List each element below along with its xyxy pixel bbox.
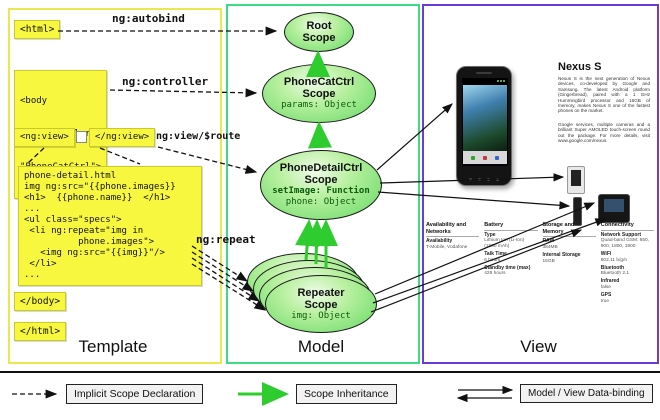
phone-buttons [457, 178, 511, 181]
phone-speaker [476, 72, 492, 74]
code-line: <h1> {{phone.name}} </h1> [24, 193, 171, 203]
spec-column: Battery Type Lithium Ion (Li-Ion) (1500 … [484, 222, 538, 307]
spec-label: Network Support [600, 231, 642, 238]
legend-scope-inheritance-label: Scope Inheritance [296, 384, 397, 404]
scope-property: img: Object [291, 310, 351, 321]
scope-name: Scope [304, 174, 338, 186]
spec-column: Availability and Networks Availability T… [426, 222, 480, 307]
spec-value: 384MB [542, 244, 558, 250]
spec-header: Battery [484, 222, 538, 231]
ng-view-route-label: ng:view/$route [156, 131, 241, 142]
ng-controller-label: ng:controller [122, 75, 209, 88]
scope-name: PhoneCatCtrl [283, 76, 355, 88]
ng-repeat-label: ng:repeat [196, 233, 256, 246]
spec-value: 802.11 b/g/n [600, 257, 628, 263]
spec-row: Talk Time 6 hours [484, 251, 537, 263]
scope-name: PhoneDetailCtrl [279, 162, 363, 174]
spec-row: Internal Storage 16GB [542, 252, 596, 264]
spec-value: 6 hours [484, 257, 501, 263]
spec-row: Infrared false [600, 278, 654, 291]
phone-thumbnail [598, 194, 630, 223]
spec-row: Bluetooth Bluetooth 2.1 [600, 264, 654, 277]
spec-value: 16GB [542, 258, 555, 264]
spec-row: RAM 384MB [542, 238, 596, 250]
view-panel-title: View [520, 337, 557, 356]
spec-value: 428 hours [484, 271, 506, 277]
phone-app-area [463, 85, 507, 151]
phone-statusbar [463, 79, 507, 85]
spec-label: WiFi [600, 250, 612, 257]
spec-header: Connectivity [600, 222, 654, 231]
spec-row: WiFi 802.11 b/g/n [600, 250, 654, 263]
spec-row: Type Lithium Ion (Li-Ion) (1500 mAh) [484, 232, 537, 250]
repeater-scope-ellipse: Repeater Scope img: Object [265, 275, 377, 333]
spec-label: Bluetooth [600, 264, 625, 271]
spec-header: Storage and Memory [542, 222, 596, 237]
product-title: Nexus S [558, 61, 602, 73]
specs-table: Availability and Networks Availability T… [426, 222, 654, 307]
legend-data-binding-label: Model / View Data-binding [520, 384, 653, 403]
code-line: <ul class="specs"> [24, 215, 122, 225]
spec-header: Availability and Networks [426, 222, 480, 237]
spec-value: Quad-band GSM: 850, 900, 1800, 1900 [600, 238, 650, 249]
code-line: <li ng:repeat="img in [24, 226, 144, 236]
code-line: <body [20, 96, 48, 106]
phonedetailctrl-scope-ellipse: PhoneDetailCtrl Scope setImage: Function… [260, 150, 382, 220]
ng-autobind-label: ng:autobind [112, 12, 185, 25]
spec-value: Lithium Ion (Li-Ion) (1500 mAh) [484, 238, 525, 249]
spec-label: Infrared [600, 278, 620, 285]
scope-property: params: Object [281, 100, 357, 110]
product-description: Nexus S is the next generation of Nexus … [558, 76, 650, 114]
root-scope-ellipse: Root Scope [284, 12, 354, 52]
scope-name: Root [306, 20, 332, 32]
template-panel-title: Template [78, 337, 148, 356]
scope-name: Scope [302, 88, 336, 100]
spec-column: Storage and Memory RAM 384MB Internal St… [542, 222, 596, 307]
html-close-tag-box: </html> [14, 322, 67, 341]
phonecatctrl-scope-ellipse: PhoneCatCtrl Scope params: Object [262, 64, 376, 123]
spec-value: true [600, 298, 610, 304]
spec-row: GPS true [600, 292, 654, 304]
spec-column: Connectivity Network Support Quad-band G… [600, 222, 654, 307]
code-line: phone-detail.html [24, 171, 117, 181]
view-panel [422, 4, 659, 364]
spec-value: Bluetooth 2.1 [600, 271, 630, 277]
legend-implicit-scope-label: Implicit Scope Declaration [66, 384, 204, 404]
code-line: </li> [24, 259, 57, 269]
html-open-tag-box: <html> [14, 20, 61, 39]
spec-label: GPS [600, 292, 612, 299]
code-line: ... [24, 270, 41, 280]
spec-value: false [600, 285, 611, 291]
phone-dock-bar [463, 151, 507, 164]
scope-name: Scope [304, 298, 338, 311]
code-line: <img ng:src="{{img}}"/> [24, 248, 165, 258]
phone-screen [462, 78, 508, 166]
code-line: phone.images"> [24, 237, 155, 247]
ng-view-open-tag-box: <ng:view> [14, 128, 75, 147]
spec-row: Standby time (max) 428 hours [484, 265, 537, 277]
code-line: ... [24, 204, 41, 214]
spec-value: T-Mobile, Vodafone [426, 244, 468, 250]
scope-property: phone: Object [285, 197, 357, 207]
ng-view-close-tag-box: </ng:view> [89, 128, 156, 147]
spec-row: Network Support Quad-band GSM: 850, 900,… [600, 231, 654, 250]
scope-name: Repeater [297, 286, 345, 299]
product-description: Google services, multiple cameras and a … [558, 122, 650, 144]
body-close-tag-box: </body> [14, 292, 67, 311]
scope-name: Scope [302, 32, 336, 44]
code-line: img ng:src="{{phone.images}} [24, 182, 176, 192]
ng-view-placeholder-square [76, 131, 87, 143]
phone-thumbnail [567, 166, 585, 194]
spec-row: Availability T-Mobile, Vodafone [426, 238, 479, 250]
nexus-phone-image [456, 66, 512, 186]
model-panel-title: Model [297, 337, 345, 356]
phone-detail-code-box: phone-detail.html img ng:src="{{phone.im… [18, 166, 202, 286]
scope-property: setImage: Function [272, 186, 370, 196]
